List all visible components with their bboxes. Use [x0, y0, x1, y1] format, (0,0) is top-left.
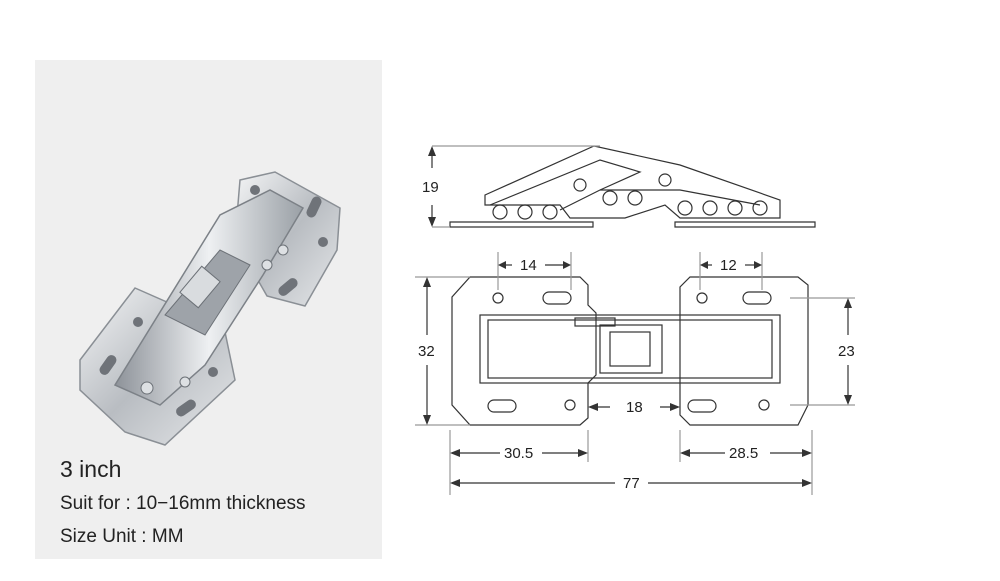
dim-plate-height-right: 23 [838, 343, 855, 360]
product-title: 3 inch [60, 456, 122, 482]
dim-plate-height-left: 32 [418, 343, 435, 360]
hinge-photo [79, 171, 341, 446]
dim-right-plate-width: 28.5 [729, 445, 758, 462]
dim-overall-length: 77 [623, 475, 640, 492]
suit-for-text: Suit for : 10−16mm thickness [60, 493, 306, 514]
dim-height-side: 19 [422, 179, 439, 196]
product-photo-panel: 3 inch Suit for : 10−16mm thickness Size… [35, 60, 382, 559]
dim-gap: 18 [626, 399, 643, 416]
size-unit-text: Size Unit : MM [60, 526, 184, 547]
dim-hole-spacing-right: 12 [720, 257, 737, 274]
dimension-drawing: 19 14 12 32 23 18 30.5 28.5 77 [415, 145, 855, 495]
dim-left-plate-width: 30.5 [504, 445, 533, 462]
dim-hole-spacing-left: 14 [520, 257, 537, 274]
